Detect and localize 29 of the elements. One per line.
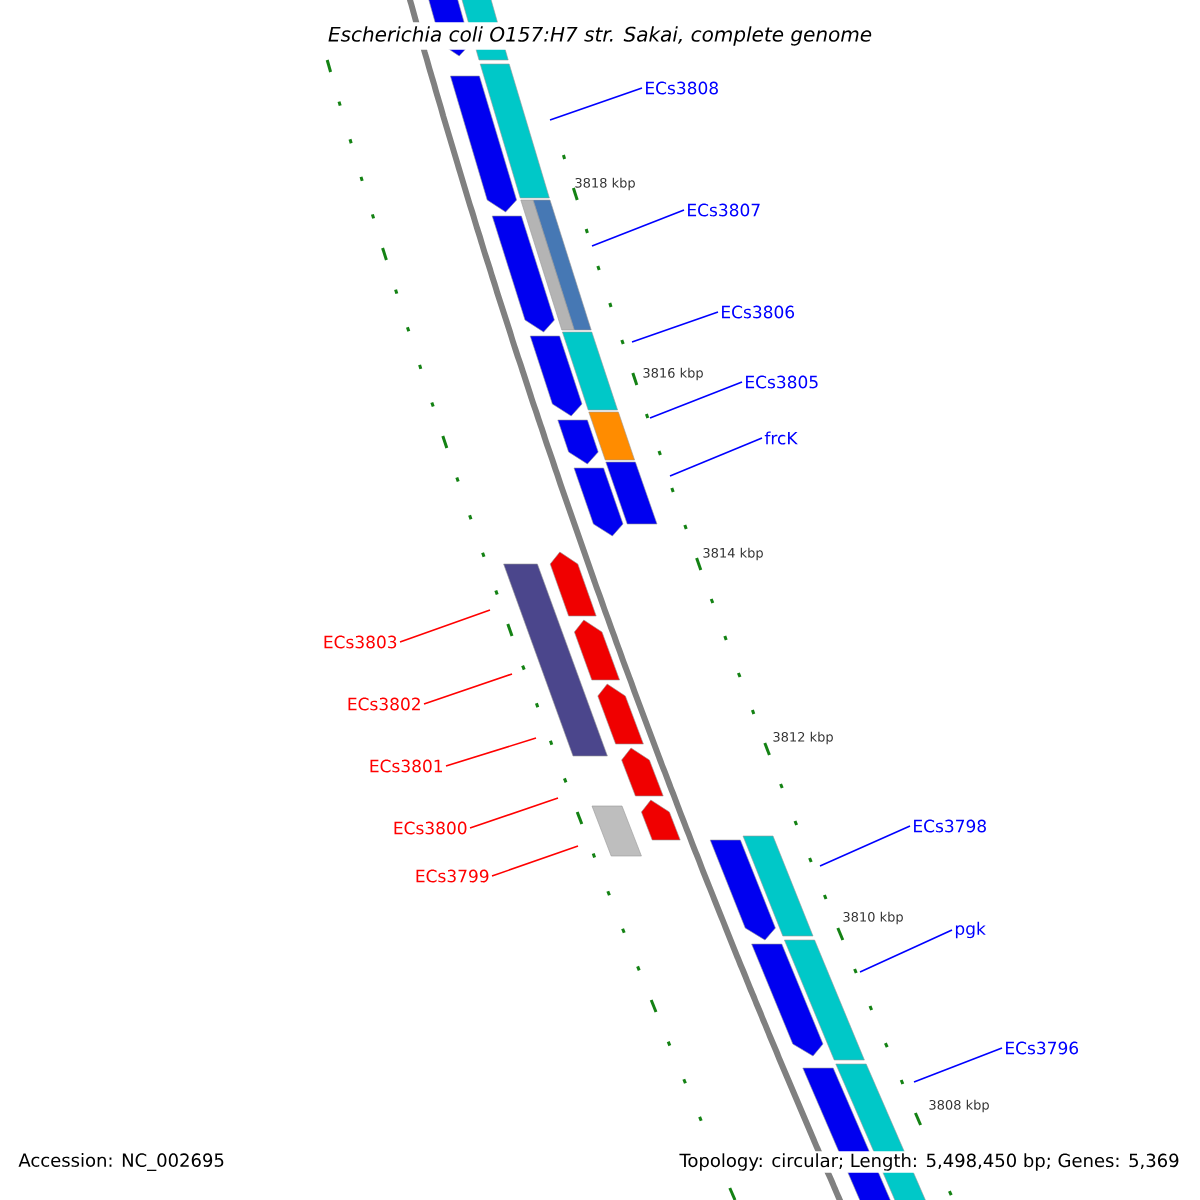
gene-label: ECs3806 — [722, 305, 795, 319]
leader-line — [649, 381, 743, 419]
gene-label: ECs3807 — [688, 203, 760, 217]
gene-label: ECs3799 — [416, 869, 489, 883]
gene-label: pgk — [955, 921, 986, 939]
leader-line — [669, 437, 763, 477]
accession-text: Accession: NC_002695 — [16, 1151, 227, 1173]
leader-line — [819, 825, 911, 867]
leader-line — [549, 87, 643, 121]
leader-line — [591, 209, 685, 247]
gene-label: ECs3808 — [646, 81, 718, 95]
gene-label: ECs3800 — [394, 821, 467, 835]
leader-line — [445, 737, 537, 767]
gene-label: ECs3796 — [1006, 1041, 1079, 1055]
gene-label: ECs3802 — [348, 697, 420, 711]
summary-text: Topology: circular; Length: 5,498,450 bp; Genes: 5,369 — [677, 1151, 1182, 1173]
gene-label: ECs3803 — [324, 635, 397, 649]
gene-label: ECs3805 — [746, 375, 818, 389]
leader-line — [423, 673, 513, 705]
leader-line — [859, 929, 953, 973]
leader-line — [913, 1047, 1003, 1083]
title: Escherichia coli O157:H7 str. Sakai, complete genome — [323, 22, 877, 50]
leader-line — [491, 845, 579, 877]
leader-line — [631, 311, 719, 343]
gene-label: ECs3801 — [370, 759, 443, 773]
leader-line — [399, 609, 491, 643]
gene-label: frcK — [764, 431, 798, 445]
gene-label: ECs3798 — [914, 819, 986, 833]
leader-line — [469, 797, 559, 829]
